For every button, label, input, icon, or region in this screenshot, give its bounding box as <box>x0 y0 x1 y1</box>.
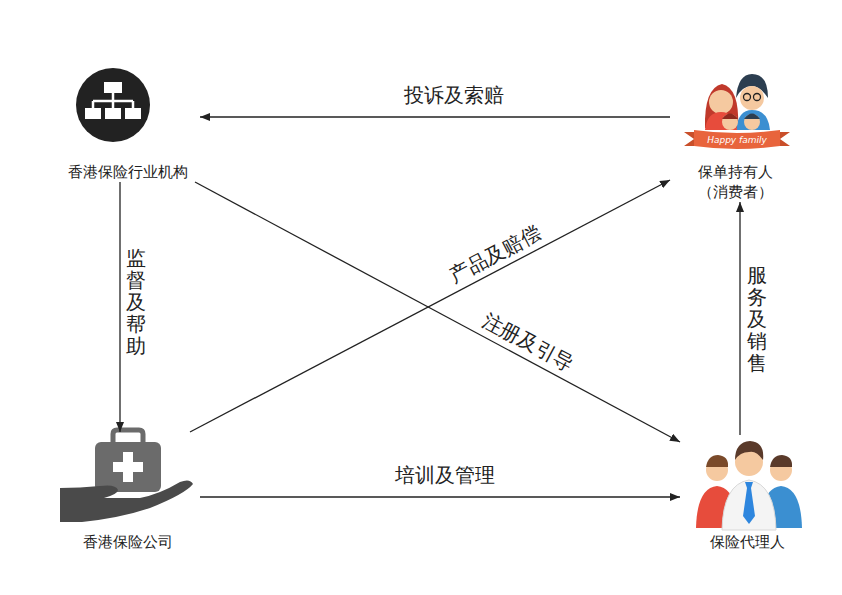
flow-label: 投诉及索赔 <box>401 83 507 107</box>
actor-node: 香港保险公司 <box>55 432 200 552</box>
flow-arrow <box>195 182 680 442</box>
flow-label: 监督及帮助 <box>125 245 147 359</box>
ribbon-text: Happy family <box>707 136 767 145</box>
flow-label: 注册及引导 <box>475 306 580 377</box>
family-icon <box>684 74 790 149</box>
actor-label: 保险代理人 <box>710 533 785 553</box>
actor-label: 香港保险公司 <box>83 533 173 553</box>
flow-arrow <box>200 116 670 117</box>
flow-label: 产品及赔偿 <box>442 219 547 290</box>
agents-icon <box>696 441 802 530</box>
flow-arrow <box>739 202 740 435</box>
actor-label: （消费者） <box>698 183 773 203</box>
org-icon <box>76 68 150 142</box>
flow-arrow <box>200 496 680 497</box>
flow-label: 服务及销售 <box>746 262 768 376</box>
actor-node: 香港保险行业机构 <box>55 68 200 182</box>
actor-node: 保险代理人 <box>680 435 815 552</box>
insurer-icon <box>60 430 193 522</box>
actor-label: 保单持有人 <box>698 163 773 183</box>
flow-label: 培训及管理 <box>392 463 498 487</box>
actor-label: 香港保险行业机构 <box>68 163 188 183</box>
flow-arrow <box>119 182 120 432</box>
